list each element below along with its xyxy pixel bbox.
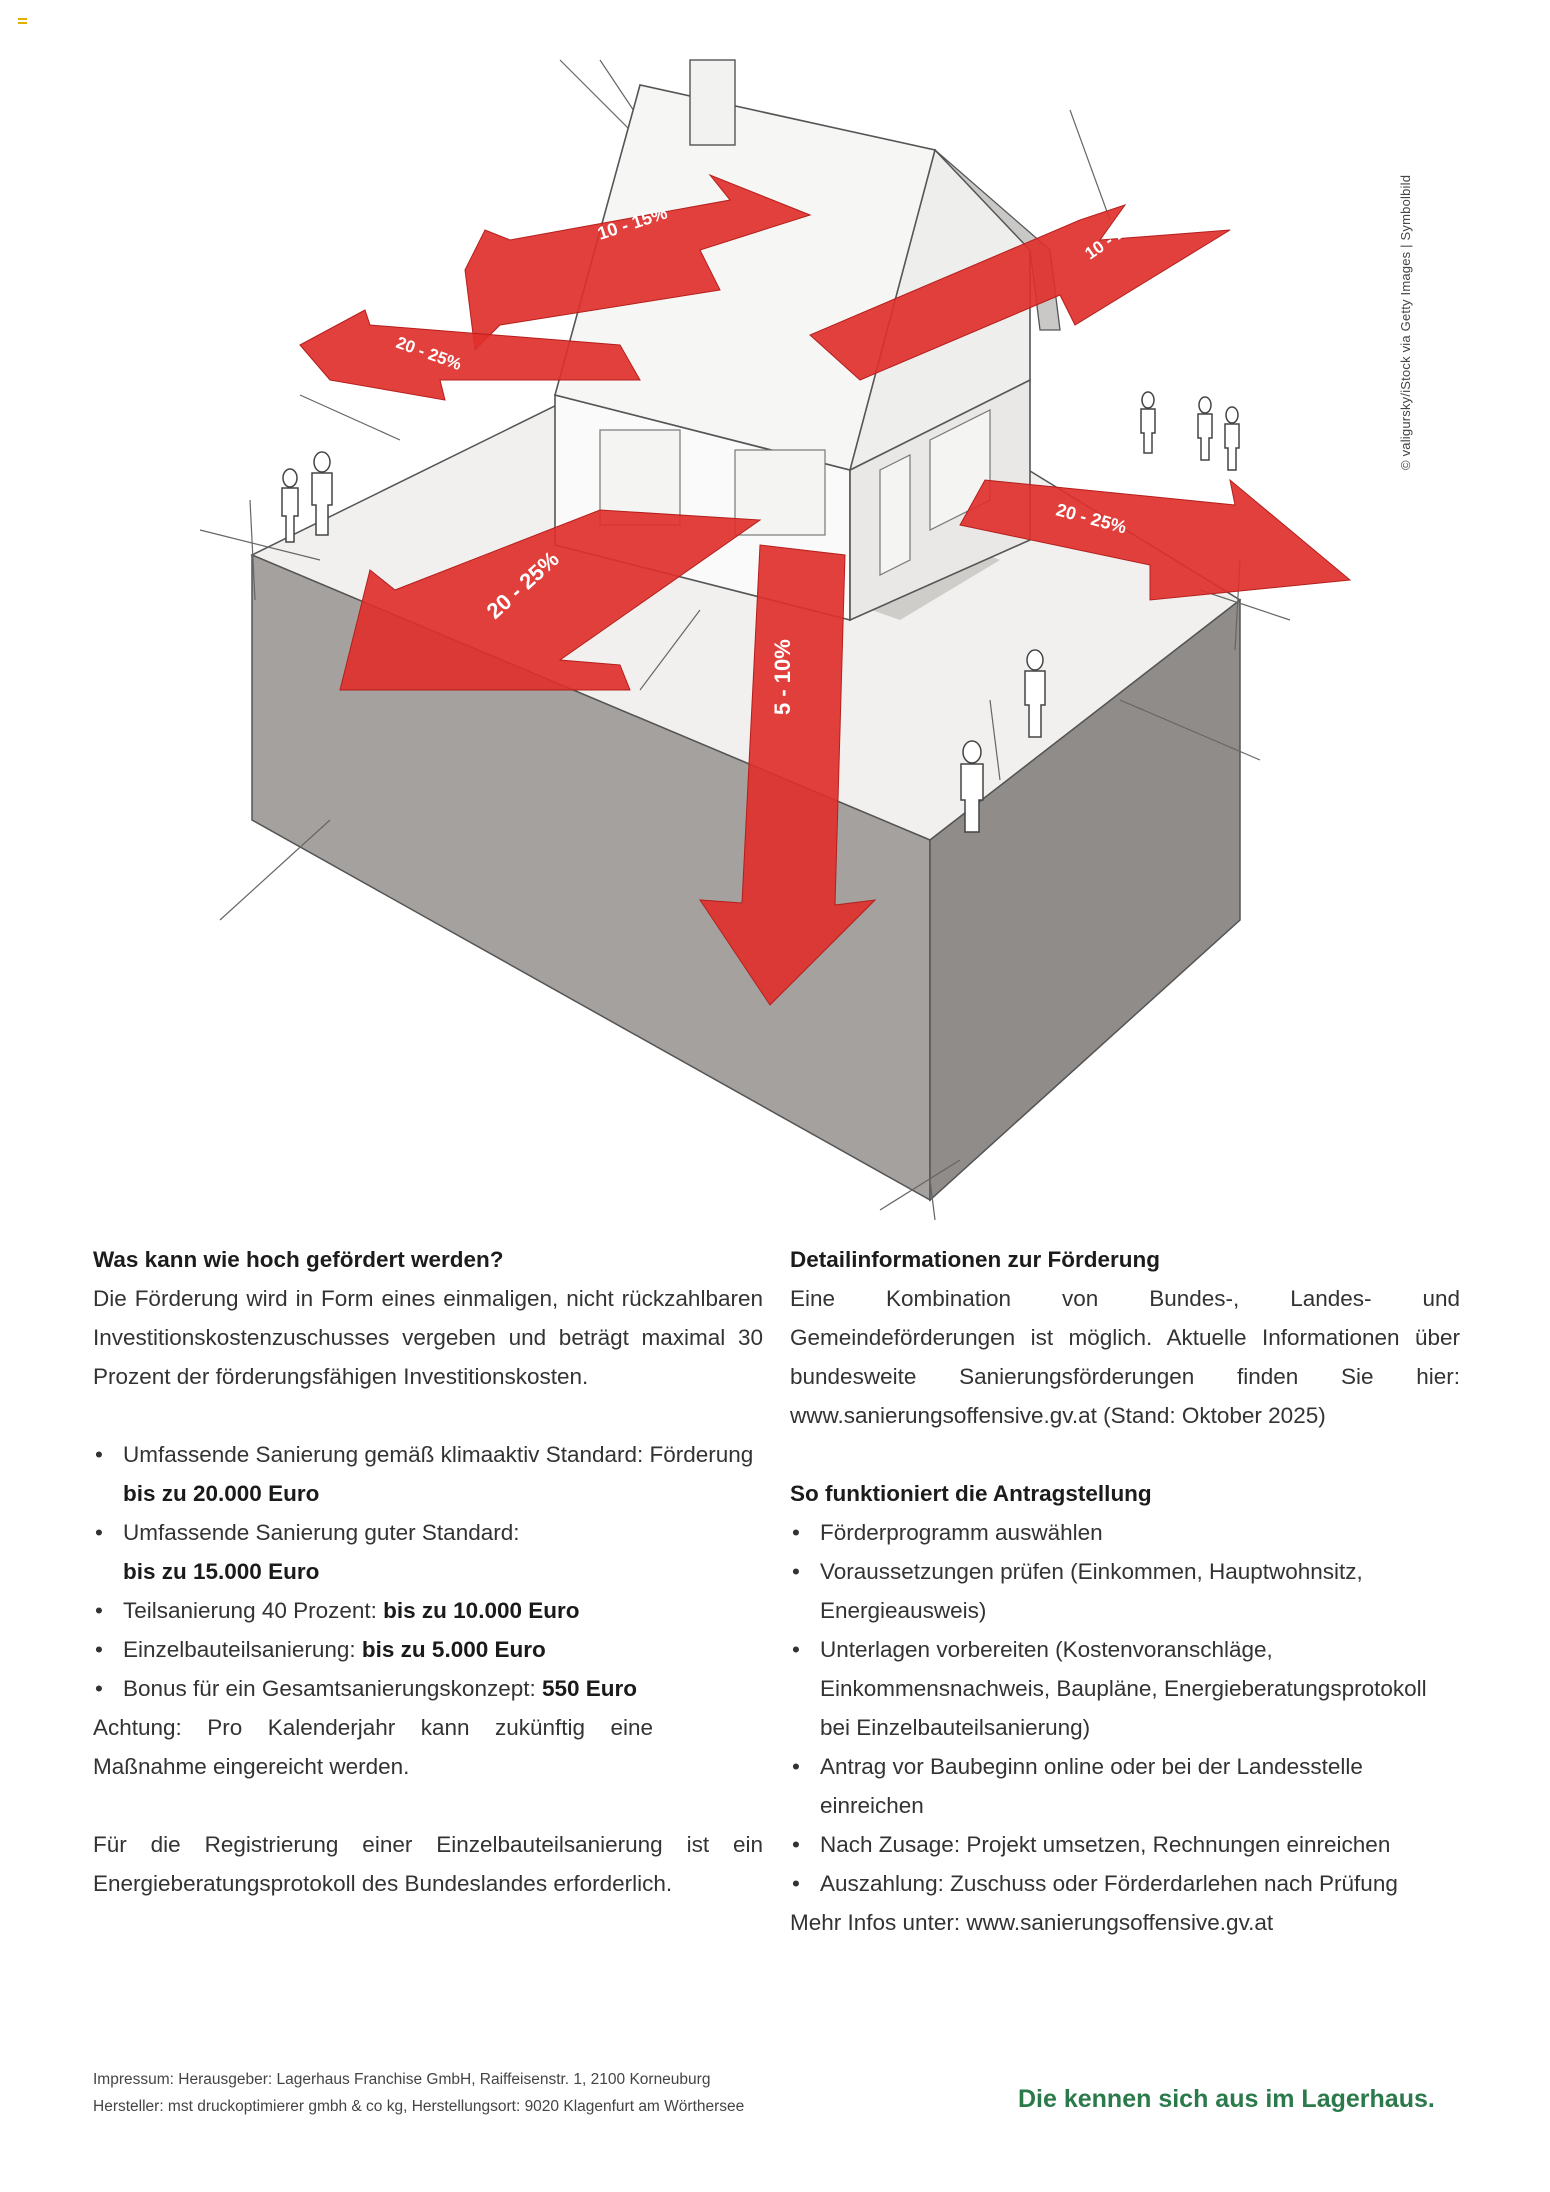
imprint-line: Impressum: Herausgeber: Lagerhaus Franch…	[93, 2071, 711, 2088]
heat-loss-arrows	[299, 173, 1352, 1006]
manufacturer-line: Hersteller: mst druckoptimierer gmbh & c…	[93, 2098, 745, 2115]
right-intro: Eine Kombination von Bundes-, Landes- un…	[790, 1286, 1460, 1428]
list-item: Unterlagen vorbereiten (Kostenvoranschlä…	[790, 1630, 1460, 1747]
left-intro: Die Förderung wird in Form eines einmali…	[93, 1286, 763, 1389]
list-item: Nach Zusage: Projekt umsetzen, Rechnunge…	[790, 1825, 1460, 1864]
application-steps: Förderprogramm auswählen Voraussetzungen…	[790, 1513, 1460, 1903]
right-column: Detailinformationen zur Förderung Eine K…	[790, 1240, 1460, 1942]
left-column: Was kann wie hoch gefördert werden? Die …	[93, 1240, 763, 1903]
list-item: Förderprogramm auswählen	[790, 1513, 1460, 1552]
list-item: Umfassende Sanierung guter Standard: bis…	[93, 1513, 763, 1591]
footer-imprint: Impressum: Herausgeber: Lagerhaus Franch…	[93, 2066, 744, 2120]
chimney	[689, 59, 736, 146]
arrow-side-wall	[959, 478, 1352, 601]
arrow-roof	[464, 173, 812, 352]
arrow-upper-wall	[299, 309, 641, 401]
subsidy-list: Umfassende Sanierung gemäß klimaaktiv St…	[93, 1435, 763, 1708]
more-info-link[interactable]: Mehr Infos unter: www.sanierungsoffensiv…	[790, 1910, 1274, 1935]
house-heat-loss-illustration: 10 - 15% 20 - 25% 10 - 15% 20 - 25% 20 -…	[199, 59, 1352, 1220]
list-item: Auszahlung: Zuschuss oder Förderdarlehen…	[790, 1864, 1460, 1903]
people-figures	[281, 391, 1240, 833]
right-heading: Detailinformationen zur Förderung	[790, 1247, 1161, 1272]
left-registration: Für die Registrierung einer Einzelbautei…	[93, 1832, 763, 1896]
image-credit: © valigursky/iStock via Getty Images | S…	[1398, 174, 1413, 470]
list-item: Bonus für ein Gesamtsanierungskonzept: 5…	[93, 1669, 763, 1708]
list-item: Antrag vor Baubeginn online oder bei der…	[790, 1747, 1460, 1825]
arrow-floor	[699, 544, 877, 1006]
ground-right-side	[929, 598, 1241, 1202]
menu-mark-icon	[18, 18, 27, 26]
list-item: Teilsanierung 40 Prozent: bis zu 10.000 …	[93, 1591, 763, 1630]
list-item: Voraussetzungen prüfen (Einkommen, Haupt…	[790, 1552, 1460, 1630]
left-note: Achtung: Pro Kalenderjahr kann zukünftig…	[93, 1715, 653, 1779]
arrow-front-wall	[339, 509, 762, 691]
brand-slogan: Die kennen sich aus im Lagerhaus.	[1018, 2085, 1435, 2113]
list-item: Umfassende Sanierung gemäß klimaaktiv St…	[93, 1435, 763, 1513]
application-heading: So funktioniert die Antragstellung	[790, 1481, 1152, 1506]
arrow-gable	[809, 204, 1231, 381]
construction-lines	[199, 59, 1291, 1220]
arrow-label-floor: 5 - 10%	[770, 639, 795, 715]
list-item: Einzelbauteilsanierung: bis zu 5.000 Eur…	[93, 1630, 763, 1669]
left-heading: Was kann wie hoch gefördert werden?	[93, 1247, 504, 1272]
